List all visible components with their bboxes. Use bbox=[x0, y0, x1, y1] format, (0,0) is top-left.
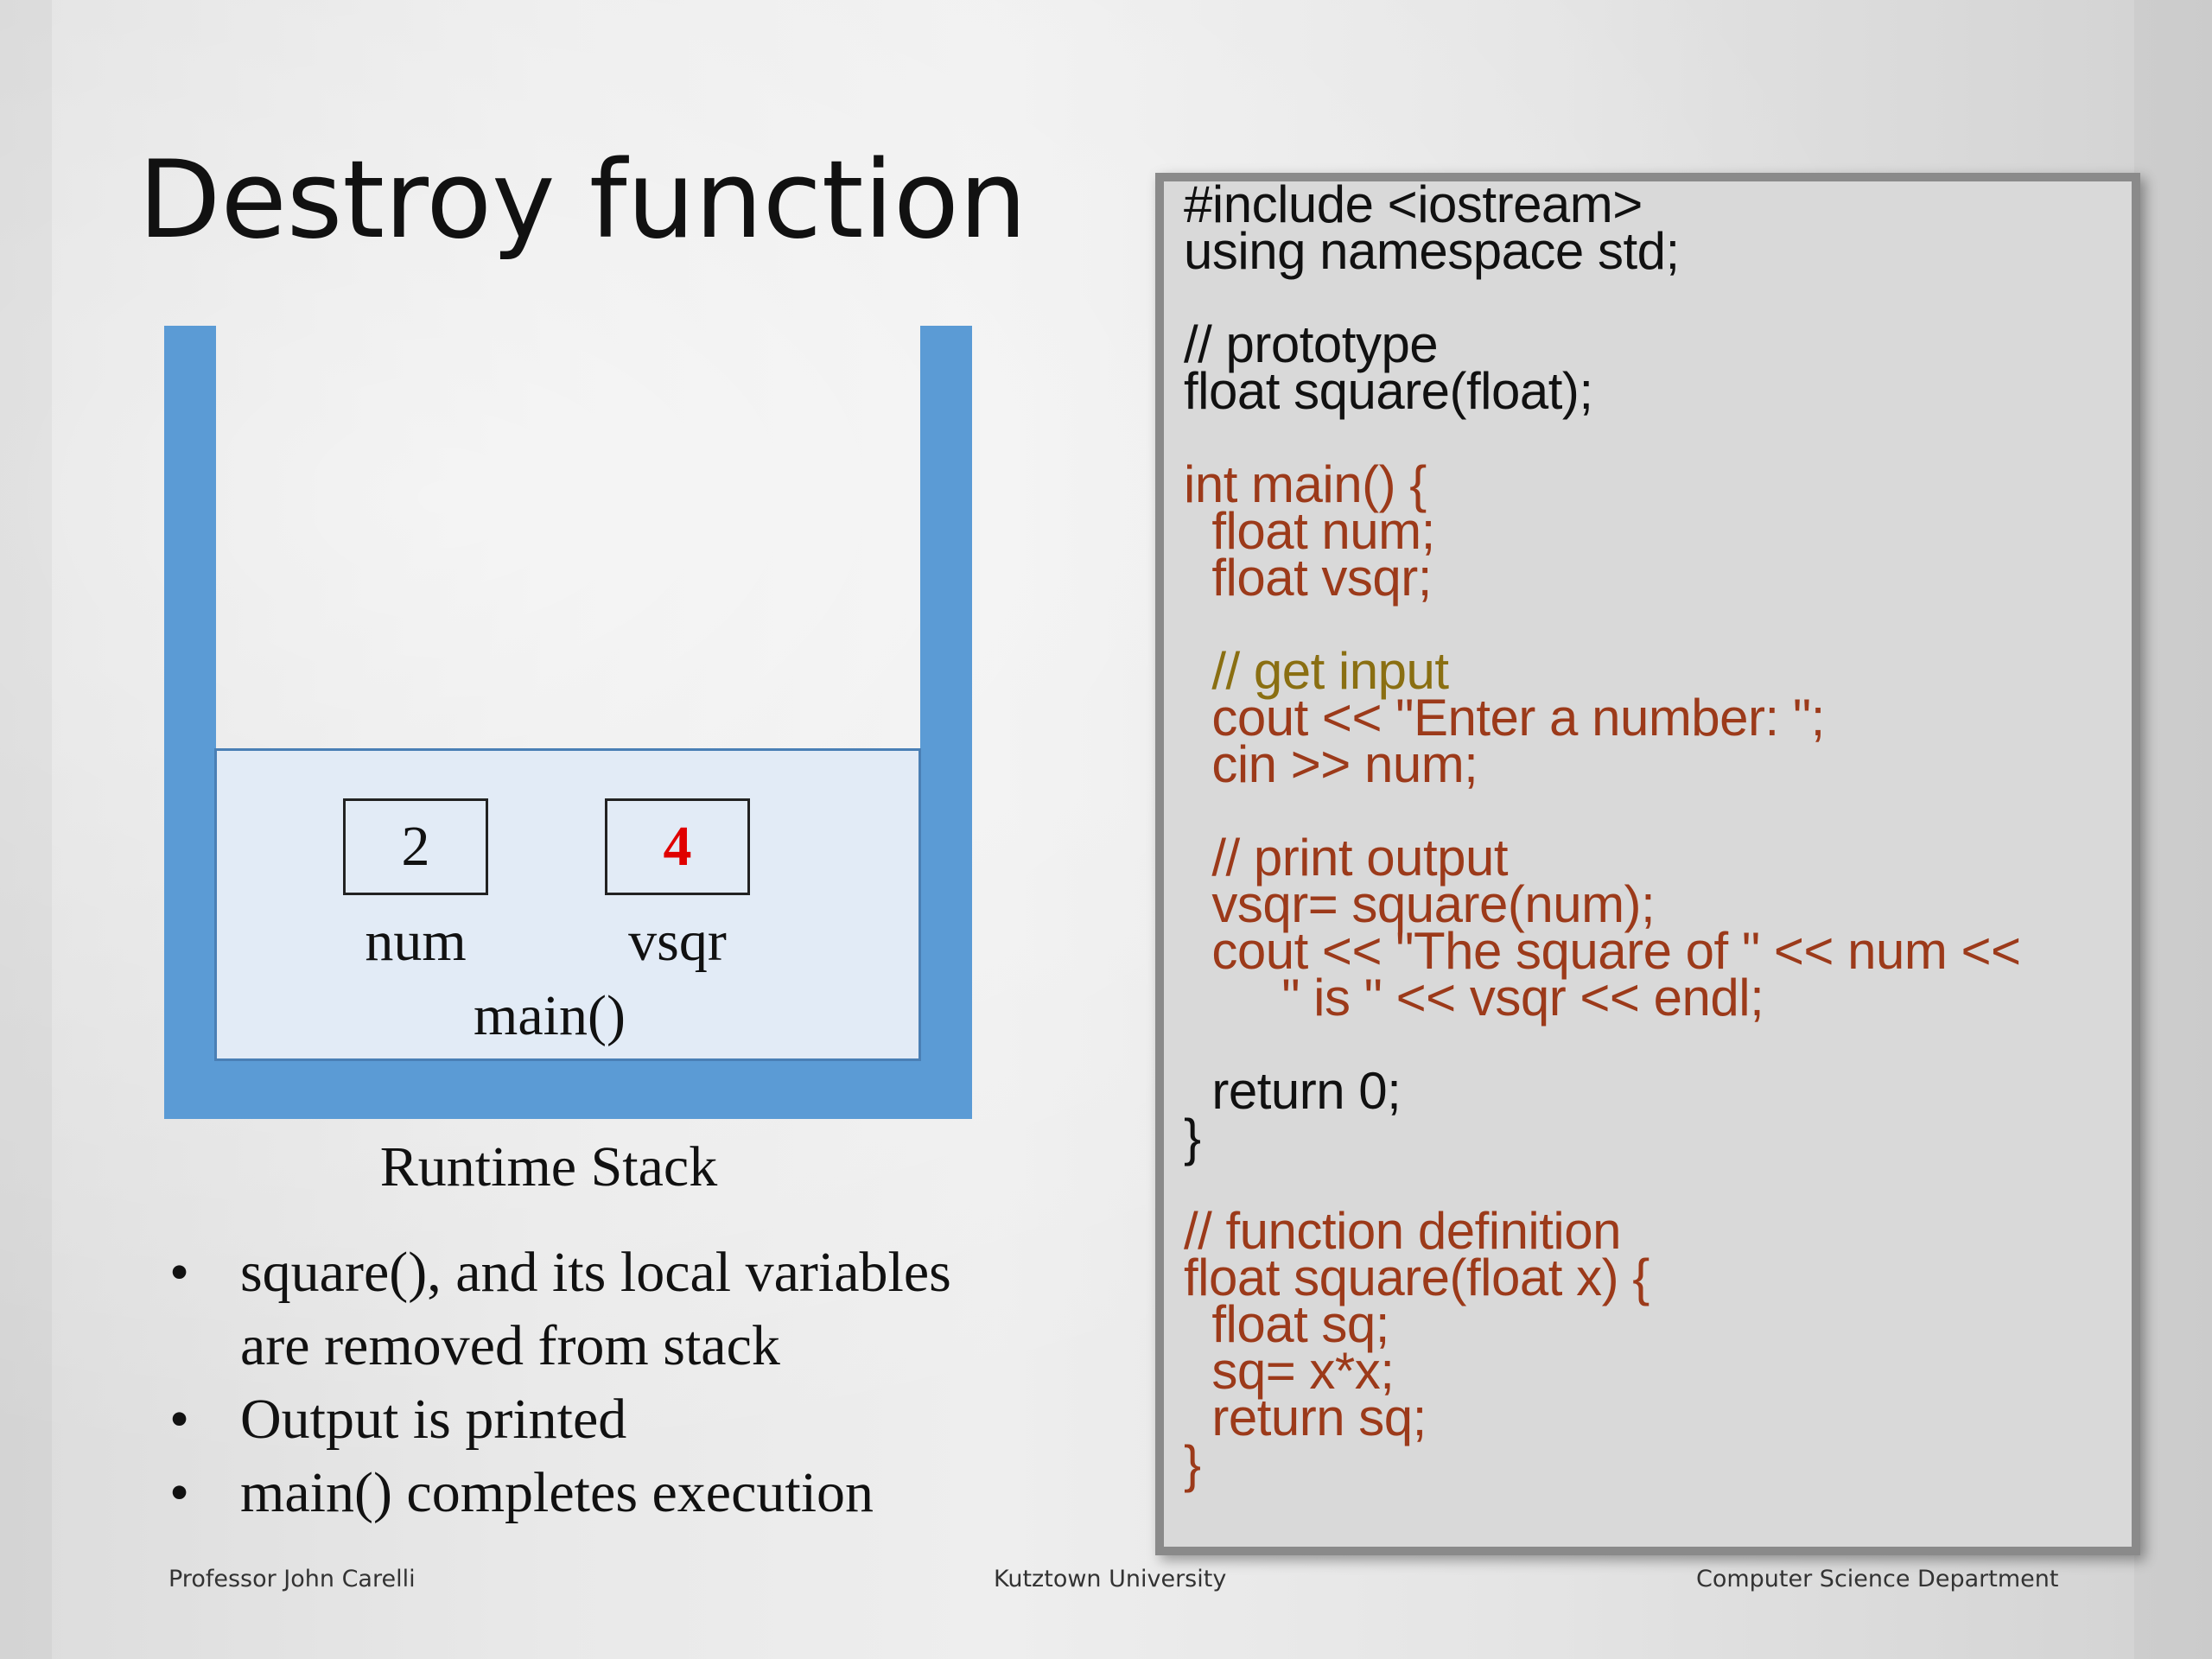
code-line: float vsqr; bbox=[1184, 549, 1432, 607]
stack-right-wall bbox=[920, 326, 972, 1119]
code-line: float square(float x) { bbox=[1184, 1249, 1649, 1306]
num-label: num bbox=[365, 910, 467, 973]
vsqr-label: vsqr bbox=[628, 910, 727, 973]
code-line: using namespace std; bbox=[1184, 222, 1680, 280]
stack-bottom bbox=[164, 1061, 972, 1119]
background-texture bbox=[0, 0, 52, 1659]
slide-title: Destroy function bbox=[138, 138, 1027, 263]
code-line bbox=[1184, 275, 2021, 321]
code-line: " is " << vsqr << endl; bbox=[1184, 969, 1764, 1027]
code-line: // function definition bbox=[1184, 1202, 1622, 1260]
code-panel bbox=[1155, 173, 2140, 1555]
code-line: vsqr= square(num); bbox=[1184, 875, 1656, 933]
code-line: } bbox=[1184, 1109, 1201, 1166]
code-line: return 0; bbox=[1184, 1062, 1402, 1120]
code-line bbox=[1184, 1161, 2021, 1208]
code-line: float num; bbox=[1184, 502, 1435, 560]
footer-author: Professor John Carelli bbox=[168, 1566, 416, 1592]
num-value: 2 bbox=[401, 815, 430, 878]
bullet-item: square(), and its local variables are re… bbox=[164, 1236, 1028, 1382]
code-line: int main() { bbox=[1184, 455, 1427, 513]
code-line: cout << "Enter a number: "; bbox=[1184, 689, 1825, 747]
code-line: } bbox=[1184, 1435, 1201, 1493]
code-line bbox=[1184, 601, 2021, 648]
stack-caption: Runtime Stack bbox=[379, 1135, 718, 1198]
main-stack-frame bbox=[214, 748, 921, 1061]
bullet-item: main() completes execution bbox=[164, 1456, 1028, 1529]
code-line: return sq; bbox=[1184, 1389, 1427, 1446]
code-line bbox=[1184, 1021, 2021, 1068]
footer-university: Kutztown University bbox=[994, 1566, 1227, 1592]
code-line: float sq; bbox=[1184, 1295, 1389, 1353]
bullet-list: square(), and its local variables are re… bbox=[164, 1236, 1028, 1529]
vsqr-value: 4 bbox=[663, 815, 692, 878]
background-texture bbox=[2134, 0, 2212, 1659]
code-listing: #include <iostream>using namespace std; … bbox=[1184, 175, 2021, 1493]
bullet-item: Output is printed bbox=[164, 1382, 1028, 1456]
frame-label: main() bbox=[474, 984, 626, 1047]
code-line: cout << "The square of " << num << bbox=[1184, 922, 2021, 980]
code-line: // prototype bbox=[1184, 315, 1439, 373]
code-line: #include <iostream> bbox=[1184, 175, 1643, 233]
code-line: // print output bbox=[1184, 829, 1509, 887]
code-line bbox=[1184, 788, 2021, 835]
num-value-box: 2 bbox=[343, 798, 488, 895]
footer-department: Computer Science Department bbox=[1696, 1566, 2059, 1592]
code-line: // get input bbox=[1184, 642, 1449, 700]
code-line bbox=[1184, 415, 2021, 461]
vsqr-value-box: 4 bbox=[605, 798, 750, 895]
code-line: sq= x*x; bbox=[1184, 1342, 1395, 1400]
stack-left-wall bbox=[164, 326, 216, 1119]
code-line: float square(float); bbox=[1184, 362, 1593, 420]
code-line: cin >> num; bbox=[1184, 735, 1478, 793]
